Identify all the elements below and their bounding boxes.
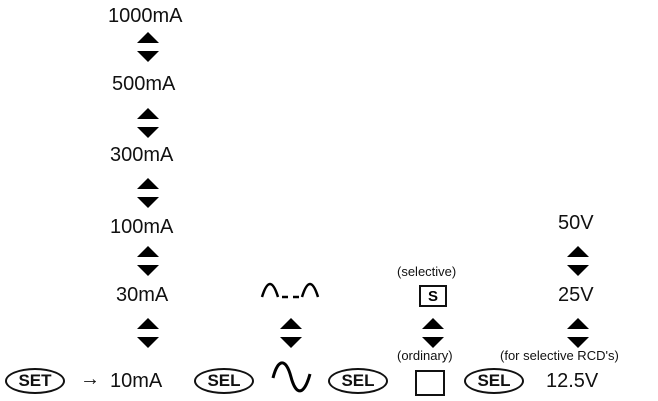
up-down-arrow-icon <box>566 246 590 276</box>
up-down-arrow-icon <box>136 246 160 276</box>
selective-label: (selective) <box>397 264 457 279</box>
sine-waveform-icon <box>271 361 312 393</box>
up-down-arrow-icon <box>136 318 160 348</box>
ordinary-box-symbol <box>415 370 445 396</box>
voltage-12-5v: 12.5V <box>546 370 599 392</box>
current-300ma: 300mA <box>110 144 174 166</box>
sel-key: SEL <box>328 368 388 394</box>
up-down-arrow-icon <box>136 178 160 208</box>
current-1000ma: 1000mA <box>108 5 183 27</box>
up-down-arrow-icon <box>279 318 303 348</box>
selective-rcd-note: (for selective RCD's) <box>500 348 619 363</box>
ordinary-label: (ordinary) <box>397 348 453 363</box>
current-500ma: 500mA <box>112 73 176 95</box>
current-100ma: 100mA <box>110 216 174 238</box>
up-down-arrow-icon <box>136 32 160 62</box>
current-30ma: 30mA <box>116 284 169 306</box>
voltage-50v: 50V <box>558 212 594 234</box>
set-key: SET <box>5 368 65 394</box>
arrow-right-icon: → <box>80 368 100 390</box>
selective-s-symbol: S <box>419 285 447 307</box>
pulsed-waveform-icon <box>260 282 320 299</box>
current-10ma: 10mA <box>110 370 163 392</box>
voltage-25v: 25V <box>558 284 594 306</box>
up-down-arrow-icon <box>566 318 590 348</box>
sel-key: SEL <box>464 368 524 394</box>
up-down-arrow-icon <box>421 318 445 348</box>
sel-key: SEL <box>194 368 254 394</box>
up-down-arrow-icon <box>136 108 160 138</box>
